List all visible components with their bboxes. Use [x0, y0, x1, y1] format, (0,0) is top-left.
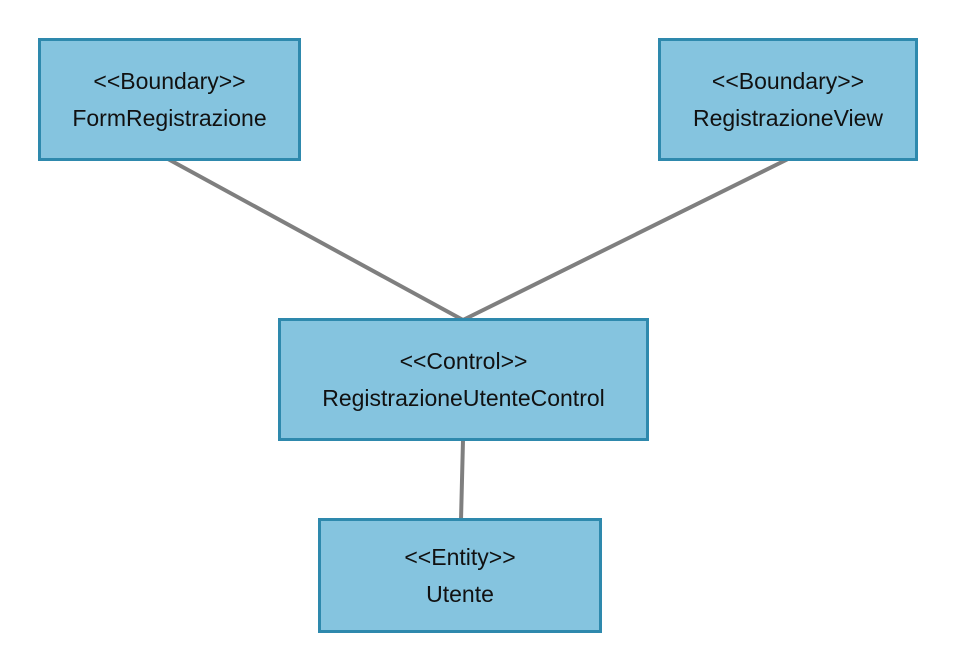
node-stereotype: <<Control>>	[399, 347, 528, 374]
edge-view-to-control	[461, 157, 790, 322]
edge-control-to-utente	[459, 438, 465, 522]
node-stereotype: <<Boundary>>	[93, 67, 246, 94]
node-name: RegistrazioneUtenteControl	[322, 384, 605, 411]
node-name: RegistrazioneView	[692, 104, 884, 131]
edge-form-to-control	[166, 157, 465, 322]
node-stereotype: <<Boundary>>	[711, 67, 865, 94]
node-name: FormRegistrazione	[72, 104, 267, 131]
node-registrazione-view[interactable]: <<Boundary>> RegistrazioneView	[658, 38, 918, 161]
node-utente[interactable]: <<Entity>> Utente	[318, 518, 602, 633]
node-form-registrazione[interactable]: <<Boundary>> FormRegistrazione	[38, 38, 301, 161]
node-stereotype: <<Entity>>	[404, 543, 516, 570]
node-name: Utente	[426, 580, 494, 607]
node-registrazione-utente-control[interactable]: <<Control>> RegistrazioneUtenteControl	[278, 318, 649, 441]
